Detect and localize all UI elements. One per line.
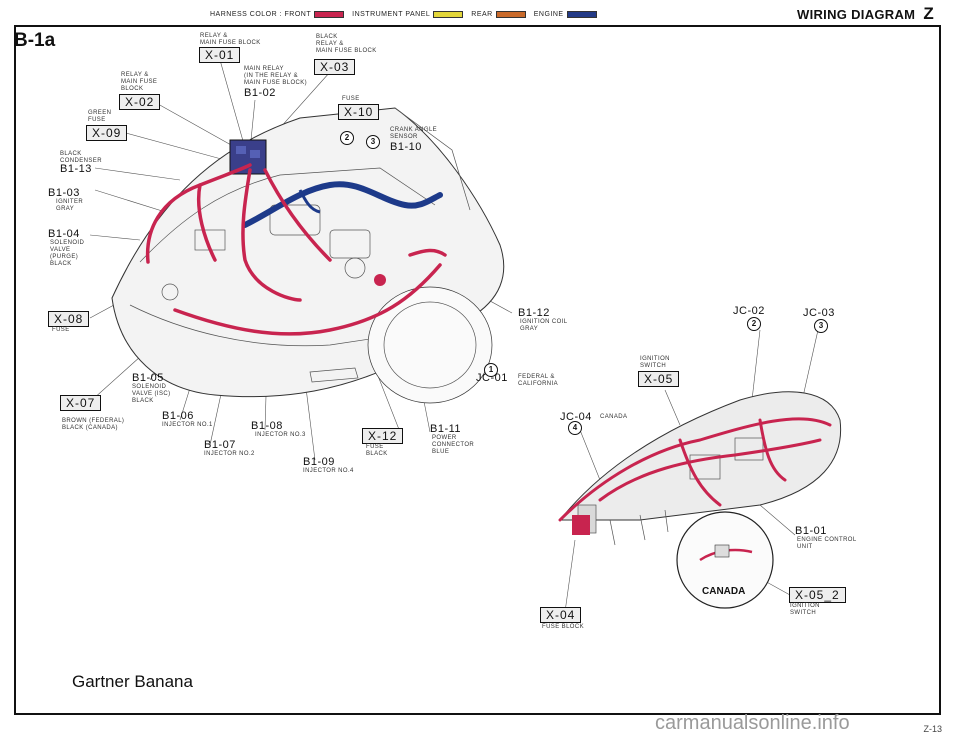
junction-marker: 3 — [366, 135, 380, 149]
connector-desc-b1-08: INJECTOR NO.3 — [255, 432, 306, 438]
connector-x08: X-08 — [48, 311, 90, 327]
connector-desc-x10: FUSE — [342, 96, 360, 102]
connector-desc-b1-06: INJECTOR NO.1 — [162, 422, 213, 428]
connector-jc-01: JC-01 — [476, 372, 508, 384]
connector-b1-04: B1-04 — [48, 228, 80, 240]
canada-inset-label: CANADA — [702, 586, 746, 597]
connector-desc-x05-canada: IGNITION SWITCH — [790, 603, 820, 616]
connector-x05-canada: X-05_2 — [789, 587, 846, 603]
connector-b1-09: B1-09 — [303, 456, 335, 468]
connector-desc-b1-10: CRANK ANGLE SENSOR — [390, 127, 438, 140]
connector-x07: X-07 — [60, 395, 102, 411]
connector-desc-b1-12: IGNITION COIL GRAY — [520, 319, 568, 332]
connector-x03: X-03 — [314, 59, 356, 75]
rear-label: REAR — [471, 10, 493, 18]
connector-desc-b1-07: INJECTOR NO.2 — [204, 451, 255, 457]
connector-desc-b1-11: POWER CONNECTOR BLUE — [432, 435, 475, 455]
harness-color-label: HARNESS COLOR : FRONT — [210, 10, 312, 18]
connector-desc-b1-05: SOLENOID VALVE (ISC) BLACK — [132, 384, 171, 404]
watermark: carmanualsonline.info — [655, 712, 850, 734]
title-text: WIRING DIAGRAM — [797, 7, 916, 22]
connector-x12: X-12 — [362, 428, 404, 444]
connector-b1-07: B1-07 — [204, 439, 236, 451]
connector-b1-03: B1-03 — [48, 187, 80, 199]
connector-jc-04: JC-04 — [560, 411, 592, 423]
section-letter: Z — [923, 4, 934, 23]
connector-jc-02: JC-02 — [733, 305, 765, 317]
connector-b1-01: B1-01 — [795, 525, 827, 537]
connector-desc-b1-13: BLACK CONDENSER — [60, 151, 102, 164]
connector-desc-b1-04: SOLENOID VALVE (PURGE) BLACK — [50, 240, 85, 267]
connector-x01: X-01 — [199, 47, 241, 63]
connector-desc-x01: RELAY & MAIN FUSE BLOCK — [200, 33, 261, 46]
diagram-frame — [14, 25, 941, 715]
connector-desc-x02: RELAY & MAIN FUSE BLOCK — [121, 72, 158, 92]
connector-desc-jc-04: CANADA — [600, 414, 628, 420]
connector-desc-b1-02: MAIN RELAY (IN THE RELAY & MAIN FUSE BLO… — [244, 66, 308, 86]
front-color-swatch — [314, 10, 345, 18]
connector-x09: X-09 — [86, 125, 128, 141]
connector-x02: X-02 — [119, 94, 161, 110]
connector-b1-11: B1-11 — [430, 423, 462, 435]
connector-desc-x04: FUSE BLOCK — [542, 624, 585, 630]
harness-color-legend: HARNESS COLOR : FRONT INSTRUMENT PANEL R… — [210, 7, 605, 21]
connector-x04: X-04 — [540, 607, 582, 623]
connector-desc-x07: BROWN (FEDERAL) BLACK (CANADA) — [62, 418, 125, 431]
connector-desc-x05: IGNITION SWITCH — [640, 356, 670, 369]
connector-x05: X-05 — [638, 371, 680, 387]
connector-b1-10: B1-10 — [390, 141, 422, 153]
junction-marker: 2 — [340, 131, 354, 145]
page-title: WIRING DIAGRAM Z — [797, 4, 934, 24]
connector-desc-x09: GREEN FUSE — [88, 110, 112, 123]
instrument-panel-label: INSTRUMENT PANEL — [352, 10, 431, 18]
connector-b1-13: B1-13 — [60, 163, 92, 175]
connector-desc-jc-01: FEDERAL & CALIFORNIA — [518, 374, 559, 387]
junction-marker: 2 — [747, 317, 761, 331]
rear-color-swatch — [495, 10, 526, 18]
connector-desc-b1-01: ENGINE CONTROL UNIT — [797, 537, 857, 550]
connector-b1-12: B1-12 — [518, 307, 550, 319]
caption: Gartner Banana — [72, 672, 193, 691]
connector-desc-b1-09: INJECTOR NO.4 — [303, 468, 354, 474]
junction-marker: 3 — [814, 319, 828, 333]
connector-b1-02: B1-02 — [244, 87, 276, 99]
connector-desc-x03: BLACK RELAY & MAIN FUSE BLOCK — [316, 34, 377, 54]
diagram-code: B-1a — [14, 30, 56, 51]
page-number: Z-13 — [923, 724, 942, 734]
connector-x10: X-10 — [338, 104, 380, 120]
junction-marker: 1 — [484, 363, 498, 377]
junction-marker: 4 — [568, 421, 582, 435]
engine-color-swatch — [566, 10, 597, 18]
connector-jc-03: JC-03 — [803, 307, 835, 319]
connector-b1-08: B1-08 — [251, 420, 283, 432]
connector-b1-05: B1-05 — [132, 372, 164, 384]
connector-desc-b1-03: IGNITER GRAY — [56, 199, 84, 212]
connector-b1-06: B1-06 — [162, 410, 194, 422]
engine-label: ENGINE — [533, 10, 564, 18]
connector-desc-x08: FUSE — [52, 327, 70, 333]
instrument-color-swatch — [433, 10, 464, 18]
connector-desc-x12: FUSE BLACK — [366, 444, 388, 457]
